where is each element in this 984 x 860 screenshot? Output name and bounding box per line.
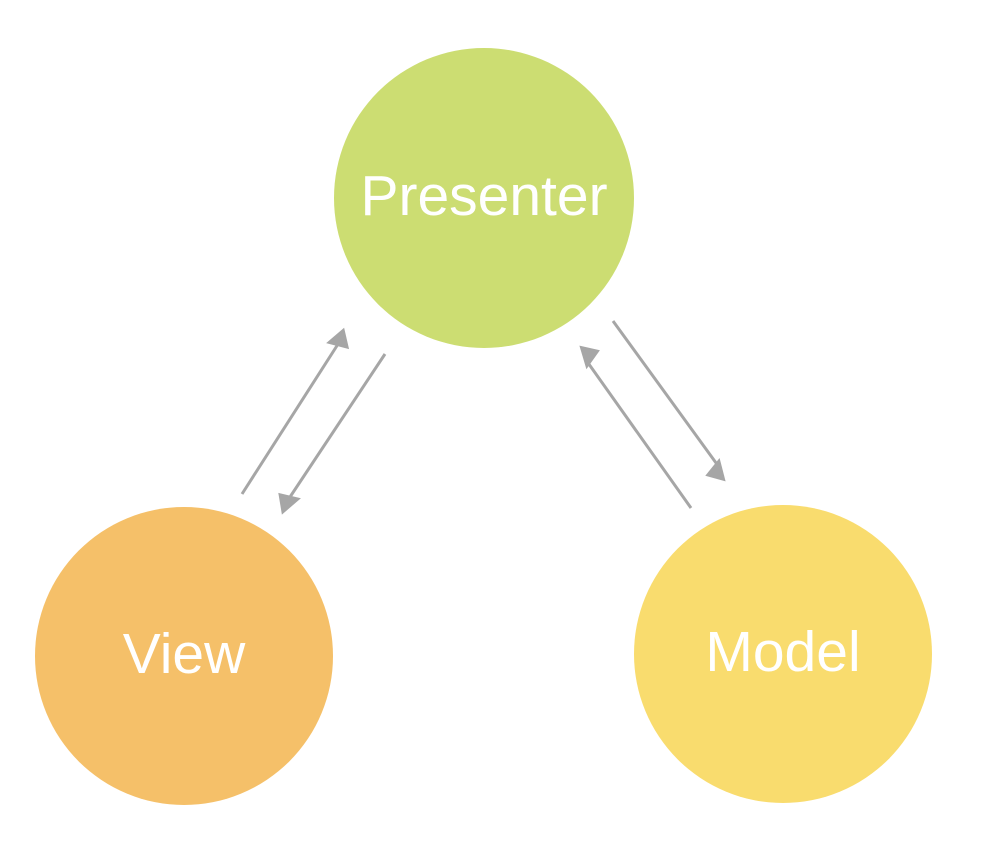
connector-presenter-to-model[interactable] <box>611 320 729 482</box>
connector-model-to-presenter[interactable] <box>576 345 693 509</box>
node-view-label: View <box>123 622 246 686</box>
node-model-circle[interactable] <box>634 505 932 803</box>
node-presenter-label: Presenter <box>360 164 607 228</box>
node-view[interactable]: View <box>35 507 333 805</box>
node-model[interactable]: Model <box>634 505 932 803</box>
arrowhead-up-left-icon <box>579 345 600 370</box>
connector-view-to-presenter-line <box>240 340 342 495</box>
connector-presenter-to-model-line <box>611 320 721 468</box>
node-view-circle[interactable] <box>35 507 333 805</box>
node-model-label: Model <box>705 620 860 684</box>
arrowhead-down-left-icon <box>278 492 301 515</box>
arrowhead-down-right-icon <box>705 457 726 482</box>
connector-model-to-presenter-line <box>584 359 693 509</box>
connector-presenter-to-view[interactable] <box>277 353 387 515</box>
node-presenter-circle[interactable] <box>334 48 634 348</box>
connector-presenter-to-view-line <box>286 353 387 501</box>
connector-view-to-presenter[interactable] <box>240 327 350 495</box>
arrowhead-up-right-icon <box>326 327 350 350</box>
node-presenter[interactable]: Presenter <box>334 48 634 348</box>
connector-group <box>240 320 729 515</box>
